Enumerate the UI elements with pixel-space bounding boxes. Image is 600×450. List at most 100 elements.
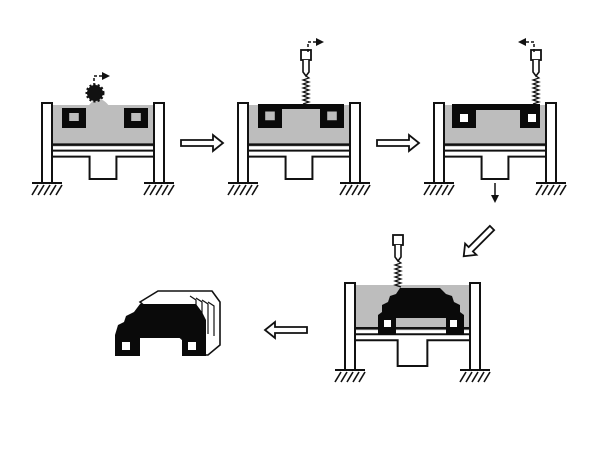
- recoater-roller-icon: [85, 83, 105, 103]
- ground-hatch: [55, 184, 63, 196]
- process-arrow-2-to-3: [376, 133, 421, 153]
- ground-hatch: [149, 184, 157, 196]
- laser-head-icon: [300, 49, 312, 61]
- laser-nozzle: [532, 60, 540, 78]
- ground-hatch: [547, 184, 555, 196]
- ground-hatch: [31, 184, 39, 196]
- channel-hole: [122, 342, 130, 350]
- process-stage-2: [227, 38, 371, 196]
- ground-hatch: [429, 184, 437, 196]
- frame-post-left: [237, 102, 249, 184]
- channel-hole: [384, 320, 391, 327]
- scan-direction-line: [93, 75, 102, 86]
- ground-hatch: [245, 184, 253, 196]
- arrow-icon: [462, 224, 496, 258]
- ground-hatch: [37, 184, 45, 196]
- process-stage-1: [31, 72, 175, 196]
- ground-hatch: [358, 371, 366, 383]
- frame-post-left: [41, 102, 53, 184]
- piston: [248, 149, 350, 180]
- laser-beam: [393, 260, 403, 288]
- scan-direction-line: [526, 41, 535, 52]
- ground-hatch: [541, 184, 549, 196]
- piston: [52, 149, 154, 180]
- ground-hatch: [357, 184, 365, 196]
- frame-post-left: [344, 282, 356, 371]
- cured-bridge-layer: [452, 104, 540, 128]
- ground-hatch: [345, 184, 353, 196]
- ground-hatch: [465, 371, 473, 383]
- frame-post-right: [545, 102, 557, 184]
- ground-hatch: [483, 371, 491, 383]
- ground-hatch: [239, 184, 247, 196]
- ground-hatch: [227, 184, 235, 196]
- scan-direction-arrow-icon: [316, 38, 324, 46]
- ground-hatch: [49, 184, 57, 196]
- resin-mound: [86, 99, 112, 110]
- ground-hatch: [233, 184, 241, 196]
- ground-hatch: [441, 184, 449, 196]
- channel-hole: [450, 320, 457, 327]
- laser-nozzle: [302, 60, 310, 78]
- layer-step-lines: [201, 299, 209, 334]
- ground-hatch: [43, 184, 51, 196]
- scan-direction-arrow-icon: [518, 38, 526, 46]
- ground-hatch: [339, 184, 347, 196]
- piston: [444, 149, 546, 180]
- ground-hatch: [559, 184, 567, 196]
- laser-head-icon: [530, 49, 542, 61]
- ground-hatch: [351, 184, 359, 196]
- cured-part-channel: [62, 108, 86, 128]
- arrow-icon: [263, 320, 308, 340]
- frame-post-left: [433, 102, 445, 184]
- laser-nozzle: [394, 245, 402, 263]
- cured-part-channel: [320, 106, 344, 128]
- channel-hole: [528, 114, 536, 122]
- ground-hatch: [346, 371, 354, 383]
- ground-hatch: [471, 371, 479, 383]
- scan-direction-line: [307, 41, 316, 52]
- ground-hatch: [155, 184, 163, 196]
- finished-part: [115, 290, 221, 356]
- ground-hatch: [334, 371, 342, 383]
- laser-beam: [531, 75, 541, 105]
- ground-hatch: [423, 184, 431, 196]
- ground-hatch: [435, 184, 443, 196]
- cured-stepped-arch: [378, 288, 464, 335]
- arrow-icon: [376, 133, 421, 153]
- cured-layer: [258, 104, 344, 109]
- scan-direction-arrow-icon: [102, 72, 110, 80]
- arrow-icon: [180, 133, 225, 153]
- cured-part-channel: [124, 108, 148, 128]
- ground-hatch: [167, 184, 175, 196]
- laser-head-icon: [392, 234, 404, 246]
- platform-down-arrow-icon: [491, 195, 499, 203]
- process-arrow-4-to-final: [263, 320, 308, 340]
- ground-hatch: [477, 371, 485, 383]
- ground-hatch: [553, 184, 561, 196]
- process-stage-4: [334, 234, 491, 383]
- ground-hatch: [535, 184, 543, 196]
- cured-part-channel: [258, 106, 282, 128]
- process-stage-3: [423, 38, 567, 203]
- frame-post-right: [153, 102, 165, 184]
- process-arrow-1-to-2: [180, 133, 225, 153]
- ground-hatch: [143, 184, 151, 196]
- ground-hatch: [340, 371, 348, 383]
- laser-beam: [301, 75, 311, 105]
- ground-hatch: [363, 184, 371, 196]
- part-front-face: [115, 304, 206, 356]
- frame-post-right: [349, 102, 361, 184]
- piston: [355, 333, 470, 367]
- layer-step-lines: [207, 301, 215, 336]
- ground-hatch: [251, 184, 259, 196]
- channel-hole: [460, 114, 468, 122]
- channel-hole: [188, 342, 196, 350]
- process-arrow-3-to-4: [462, 224, 496, 258]
- ground-hatch: [352, 371, 360, 383]
- ground-hatch: [459, 371, 467, 383]
- ground-hatch: [447, 184, 455, 196]
- ground-hatch: [161, 184, 169, 196]
- frame-post-right: [469, 282, 481, 371]
